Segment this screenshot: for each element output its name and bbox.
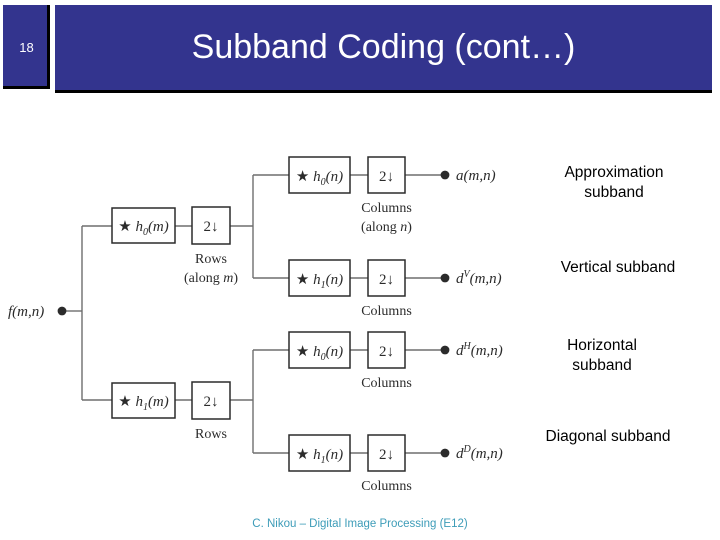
page-title: Subband Coding (cont…) — [191, 28, 576, 66]
downsampler-note-columns-row3-line1: Columns — [361, 376, 412, 391]
stage2-row-vertical: ★ h1(n) 2↓ Columns dV(m,n) — [288, 259, 502, 319]
output-label-diagonal: dD(m,n) — [456, 444, 503, 462]
downsampler-note-rows-upper-line1: Rows — [195, 252, 227, 267]
output-node-dot-vertical — [440, 273, 450, 283]
annotation-approximation-line1: Approximation — [564, 164, 664, 181]
filter-box-h1m — [111, 382, 176, 419]
subband-coding-diagram: f(m,n) ★ h0(m) 2↓ Rows (along m) ★ h1(m)… — [0, 96, 720, 496]
downsampler-box-columns-row1 — [367, 156, 406, 194]
downsampler-label-rows-upper: 2↓ — [204, 219, 219, 235]
downsampler-box-rows-upper — [191, 206, 231, 245]
filter-label-h1n-row2: ★ h1(n) — [296, 272, 343, 291]
output-label-approximation: a(m,n) — [456, 168, 496, 184]
downsampler-note-columns-row1-line1: Columns — [361, 201, 412, 216]
filter-label-h0n-row1: ★ h0(n) — [296, 169, 343, 188]
filter-label-h0m: ★ h0(m) — [118, 219, 169, 238]
downsampler-label-columns-row1: 2↓ — [379, 169, 394, 185]
slide-title-band: Subband Coding (cont…) — [55, 5, 712, 93]
filter-box-h0n-row1 — [288, 156, 351, 194]
downsampler-box-columns-row3 — [367, 331, 406, 369]
downsampler-note-columns-row2-line1: Columns — [361, 304, 412, 319]
downsampler-label-columns-row3: 2↓ — [379, 344, 394, 360]
stage1-branch-h0m: ★ h0(m) 2↓ Rows (along m) — [111, 206, 238, 286]
output-node-dot-horizontal — [440, 345, 450, 355]
output-node-dot-approximation — [440, 170, 450, 180]
slide-number-box: 18 — [3, 5, 50, 89]
output-label-vertical: dV(m,n) — [456, 269, 502, 287]
downsampler-box-columns-row2 — [367, 259, 406, 297]
filter-box-h1n-row2 — [288, 259, 351, 297]
diagram-wires — [66, 174, 445, 454]
annotation-vertical-subband: Vertical subband — [560, 259, 676, 276]
filter-box-h1n-row4 — [288, 434, 351, 472]
input-node-dot — [57, 306, 67, 316]
annotation-horizontal-subband: Horizontal subband — [518, 336, 686, 376]
stage2-row-horizontal: ★ h0(n) 2↓ Columns dH(m,n) — [288, 331, 503, 391]
downsampler-label-columns-row2: 2↓ — [379, 272, 394, 288]
stage2-row-diagonal: ★ h1(n) 2↓ Columns dD(m,n) — [288, 434, 503, 494]
downsampler-label-columns-row4: 2↓ — [379, 447, 394, 463]
filter-label-h0n-row3: ★ h0(n) — [296, 344, 343, 363]
output-node-dot-diagonal — [440, 448, 450, 458]
input-signal-label: f(m,n) — [8, 304, 44, 320]
downsampler-note-rows-upper-line2: (along m) — [184, 271, 238, 286]
downsampler-label-rows-lower: 2↓ — [204, 394, 219, 410]
annotation-diagonal-subband: Diagonal subband — [545, 428, 671, 445]
slide-footer: C. Nikou – Digital Image Processing (E12… — [252, 518, 468, 530]
stage1-branch-h1m: ★ h1(m) 2↓ Rows — [111, 381, 231, 442]
stage2-row-approximation: ★ h0(n) 2↓ Columns (along n) a(m,n) — [288, 156, 496, 235]
annotation-horizontal-line2: subband — [572, 356, 632, 374]
filter-box-h0n-row3 — [288, 331, 351, 369]
downsampler-note-columns-row1-line2: (along n) — [361, 220, 412, 235]
annotation-approximation-subband: Approximation subband — [528, 163, 700, 203]
annotation-approximation-line2: subband — [584, 183, 644, 201]
downsampler-box-rows-lower — [191, 381, 231, 420]
downsampler-note-rows-lower-line1: Rows — [195, 427, 227, 442]
slide-number: 18 — [19, 40, 34, 55]
filter-label-h1m: ★ h1(m) — [118, 394, 169, 413]
output-label-horizontal: dH(m,n) — [456, 341, 503, 359]
downsampler-box-columns-row4 — [367, 434, 406, 472]
filter-label-h1n-row4: ★ h1(n) — [296, 447, 343, 466]
annotation-horizontal-line1: Horizontal — [567, 337, 637, 354]
downsampler-note-columns-row4-line1: Columns — [361, 479, 412, 494]
filter-box-h0m — [111, 207, 176, 244]
